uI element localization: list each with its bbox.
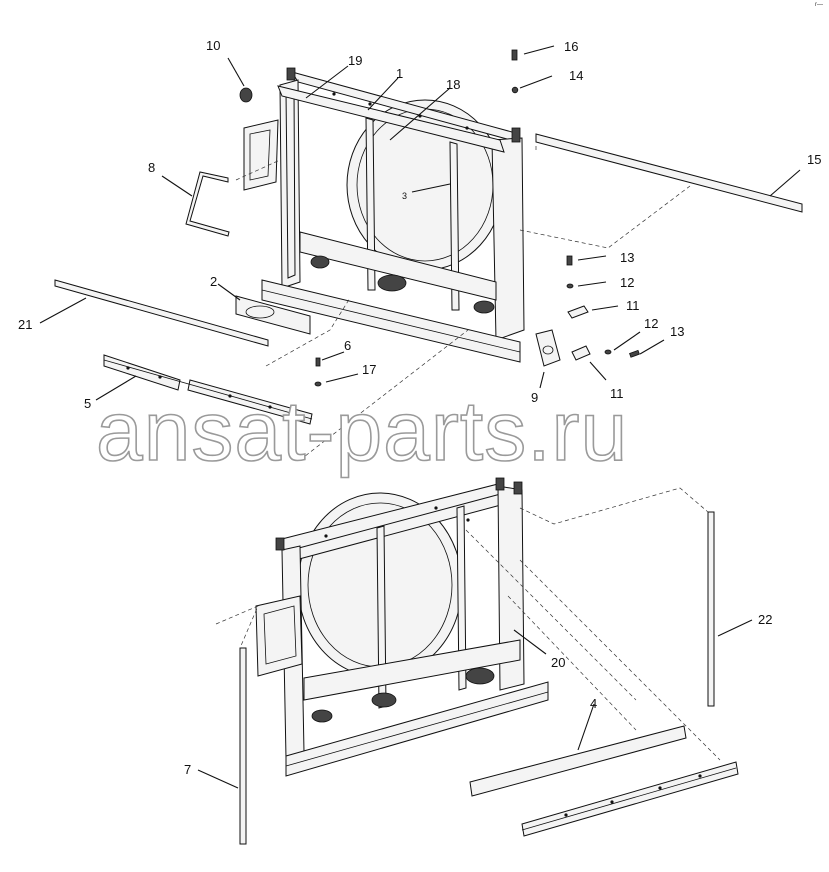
callout-18: 18: [446, 77, 460, 92]
callout-7: 7: [184, 762, 191, 777]
callout-11-top: 11: [626, 298, 640, 313]
callout-15: 15: [807, 152, 821, 167]
part-7-strip: [197, 605, 259, 845]
watermark-text: ansat-parts.ru: [96, 384, 628, 478]
part-5-rail: [95, 354, 313, 425]
callout-13-bottom: 13: [670, 324, 684, 339]
callout-5: 5: [84, 396, 91, 411]
callout-9: 9: [531, 390, 538, 405]
callout-6: 6: [344, 338, 351, 353]
part-10-cap: [227, 57, 253, 103]
callout-12-bottom: 12: [644, 316, 658, 331]
callout-17: 17: [362, 362, 376, 377]
callout-19: 19: [348, 53, 362, 68]
callout-1: 1: [396, 66, 403, 81]
part-21-strip: [39, 279, 269, 347]
upper-frame-assembly: [243, 67, 525, 363]
corner-mark: r—: [815, 2, 823, 8]
callout-11-bottom: 11: [610, 386, 624, 401]
callout-14: 14: [569, 68, 583, 83]
callout-4: 4: [590, 696, 597, 711]
lower-guides: [465, 529, 721, 761]
part-4-bar: [469, 703, 687, 797]
callout-10: 10: [206, 38, 220, 53]
callout-2: 2: [210, 274, 217, 289]
callout-13-top: 13: [620, 250, 634, 265]
callout-16: 16: [564, 39, 578, 54]
upper-leaders: [235, 65, 691, 461]
callout-21: 21: [18, 317, 32, 332]
lower-frame-assembly: [255, 477, 549, 777]
callout-labels: 1 2 3 4 5 6 7 8 9 10 11 11 12 12 13 13 1…: [18, 38, 821, 777]
callout-12-top: 12: [620, 275, 634, 290]
part-2-plate: [217, 283, 311, 335]
hardware-fasteners: [314, 45, 665, 389]
callout-20: 20: [551, 655, 565, 670]
callout-8: 8: [148, 160, 155, 175]
part-15-bar: [535, 133, 803, 213]
part-20-leader: [513, 629, 547, 655]
part-8-handle: [161, 171, 230, 237]
callout-22: 22: [758, 612, 772, 627]
callout-3: 3: [402, 191, 407, 201]
bottom-rail: [521, 761, 739, 837]
part-22-strip: [519, 487, 753, 707]
